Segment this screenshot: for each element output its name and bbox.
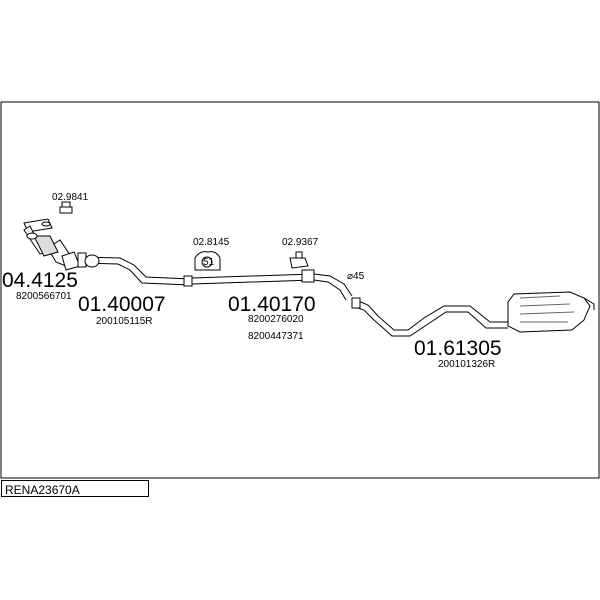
accessory-ref-3: 02.9367 — [282, 237, 319, 248]
middle-pipe-part — [191, 269, 353, 301]
diagram-code: RENA23670A — [5, 483, 80, 497]
diagram-frame — [0, 101, 600, 479]
accessory-2-9841-part — [59, 201, 73, 214]
front-pipe-part — [77, 252, 193, 287]
diagram-code-box: RENA23670A — [1, 480, 149, 497]
part-ref-2: 01.40007 — [78, 293, 166, 316]
part-oem-4a: 200101326R — [438, 359, 496, 370]
part-oem-2a: 200105115R — [96, 316, 153, 327]
diameter-label: ⌀45 — [347, 271, 365, 282]
part-oem-1a: 8200566701 — [16, 291, 72, 302]
part-oem-3b: 8200447371 — [248, 331, 304, 342]
accessory-ref-2: 02.8145 — [193, 237, 230, 248]
hanger-2-9367-part — [289, 251, 309, 269]
part-ref-3: 01.40170 — [228, 293, 316, 316]
part-ref-4: 01.61305 — [414, 337, 502, 360]
accessory-symbol-2: 51 — [203, 257, 215, 268]
part-ref-1: 04.4125 — [2, 269, 78, 292]
part-oem-3a: 8200276020 — [248, 314, 304, 325]
catalytic-converter-part — [23, 218, 81, 271]
accessory-ref-1: 02.9841 — [52, 192, 89, 203]
rear-silencer-part — [351, 291, 595, 337]
hanger-2-8145-part — [194, 251, 221, 271]
